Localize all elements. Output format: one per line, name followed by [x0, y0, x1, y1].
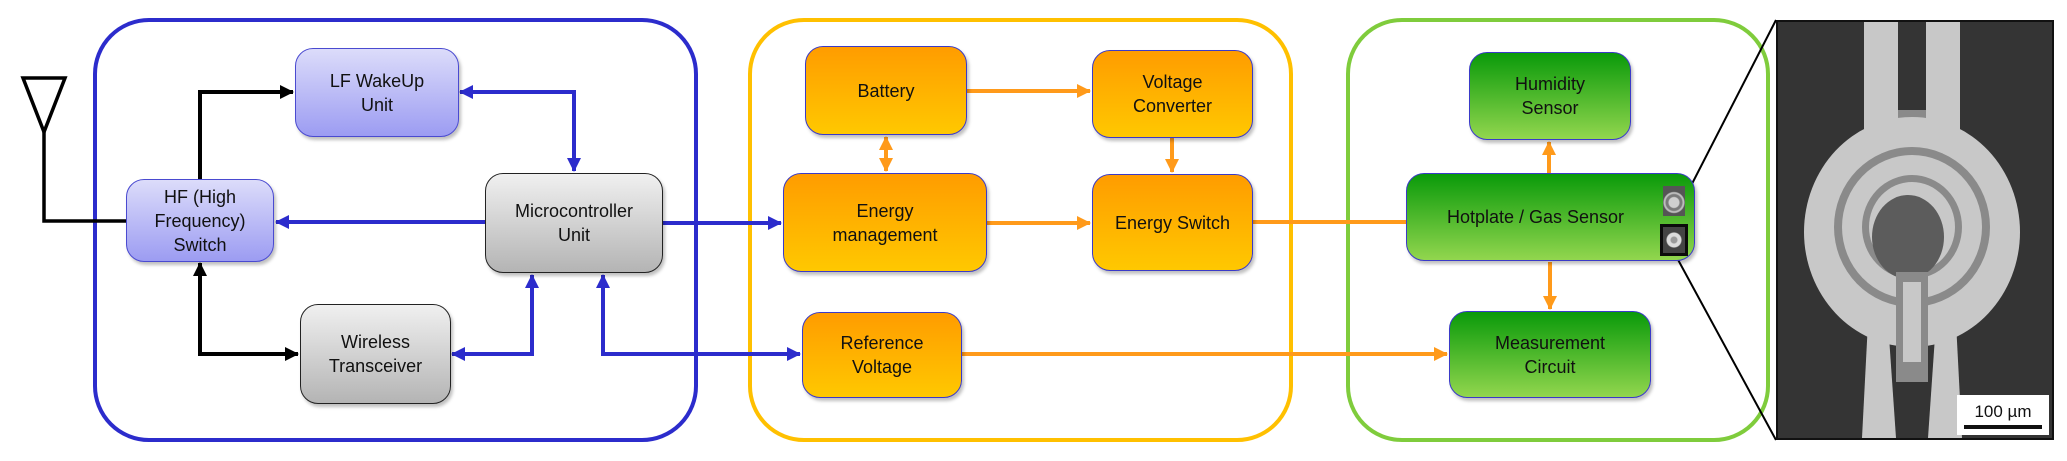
energy-management-block: Energy management [783, 173, 987, 272]
callout-line-bottom [1675, 255, 1777, 441]
wire-hf-wireless [193, 262, 299, 361]
hotplate-zoom-thumbnail-icon [1660, 224, 1688, 256]
wire-mcu-wireless [451, 274, 539, 361]
micrograph-structure [1804, 22, 2020, 438]
sensing-group-frame [1346, 18, 1770, 442]
sensor-micrograph-image: 100 µm [1776, 20, 2054, 440]
voltage-converter-block: Voltage Converter [1092, 50, 1253, 138]
power-group-frame [748, 18, 1293, 442]
antenna-icon [20, 76, 126, 223]
scale-bar: 100 µm [1957, 395, 2049, 435]
wire-hf-to-lf [198, 85, 294, 179]
communication-group-frame [93, 18, 698, 442]
scale-bar-label: 100 µm [1974, 401, 2032, 421]
energy-switch-block: Energy Switch [1092, 174, 1253, 271]
hf-switch-block: HF (High Frequency) Switch [126, 179, 274, 262]
lf-wakeup-unit-block: LF WakeUp Unit [295, 48, 459, 137]
wire-mcu-lf [459, 85, 581, 172]
hotplate-thumbnail-icon [1663, 186, 1685, 216]
microcontroller-unit-block: Microcontroller Unit [485, 173, 663, 273]
battery-block: Battery [805, 46, 967, 135]
measurement-circuit-block: Measurement Circuit [1449, 311, 1651, 398]
hotplate-label: Hotplate / Gas Sensor [1446, 207, 1625, 227]
wire-mcu-refv [596, 274, 801, 361]
wireless-transceiver-block: Wireless Transceiver [300, 304, 451, 404]
humidity-sensor-block: Humidity Sensor [1469, 52, 1631, 140]
hotplate-gas-sensor-block: Hotplate / Gas Sensor [1406, 173, 1695, 261]
reference-voltage-block: Reference Voltage [802, 312, 962, 398]
scale-bar-line [1964, 424, 2042, 429]
